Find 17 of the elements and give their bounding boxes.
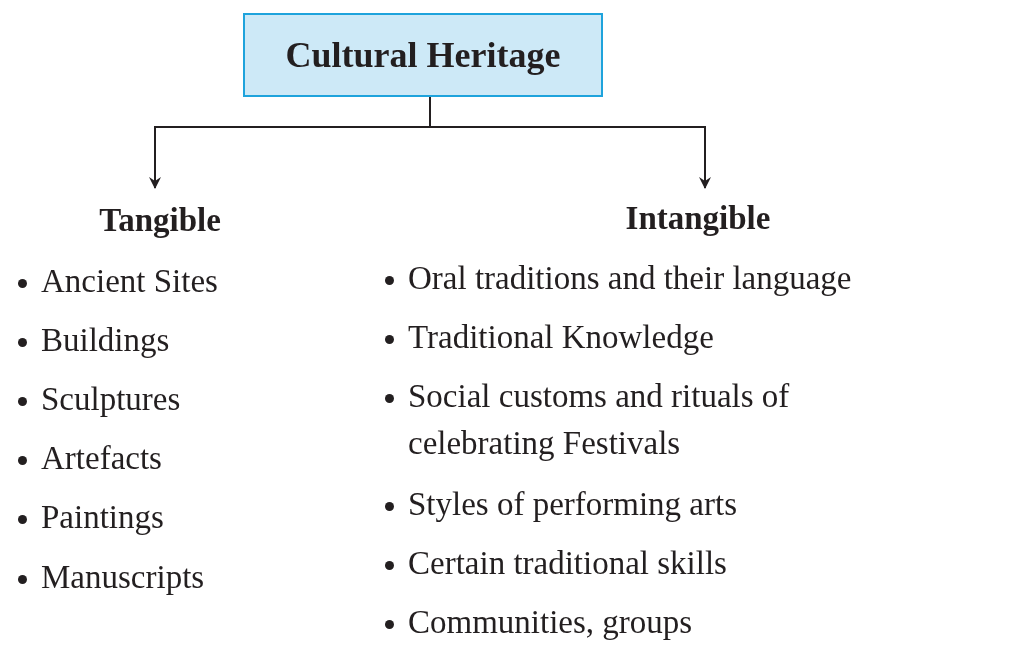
list-item: Certain traditional skills — [408, 544, 728, 583]
list-item: Artefacts — [41, 439, 163, 478]
list-item: Communities, groups — [408, 603, 694, 642]
list-item: Oral traditions and their language — [408, 259, 853, 298]
category-heading: Intangible — [625, 199, 771, 238]
list-item: Social customs and rituals of celebrating Festivals — [408, 377, 791, 463]
list-item: Buildings — [41, 321, 171, 360]
title-box — [243, 13, 603, 97]
list-item: Styles of performing arts — [408, 485, 739, 524]
connector-arrow — [429, 96, 711, 189]
list-item: Ancient Sites — [41, 262, 219, 301]
title-text: Cultural Heritage — [285, 34, 561, 76]
list-item: Paintings — [41, 498, 165, 537]
list-item: Manuscripts — [41, 558, 206, 597]
category-heading: Tangible — [99, 201, 221, 240]
list-item: Sculptures — [41, 380, 182, 419]
list-item: Traditional Knowledge — [408, 318, 715, 357]
